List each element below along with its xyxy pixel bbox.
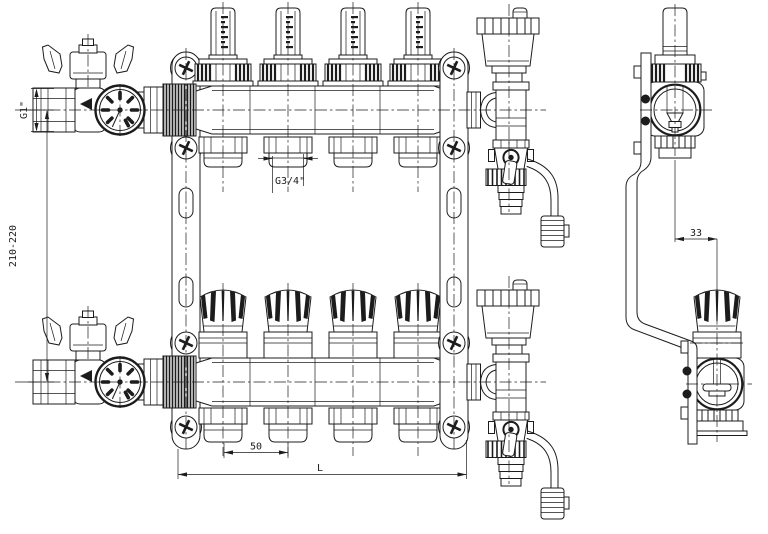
dimension-axis-offset: 33	[674, 160, 718, 292]
wall-bracket-plate	[625, 52, 698, 445]
bracket-bolt-icon	[641, 94, 650, 104]
bracket-bolt-icon	[682, 366, 692, 376]
outlet-spacing-label: 50	[250, 442, 262, 453]
height-range-label: 210-220	[8, 225, 19, 267]
outlet-thread-label: G3/4"	[275, 176, 305, 187]
front-view	[31, 6, 570, 520]
side-view-bottom-manifold	[688, 289, 748, 436]
side-view-top-manifold	[645, 7, 707, 159]
ball-valve-supply	[31, 37, 198, 138]
dimension-outlet-spacing: 50	[223, 442, 289, 458]
dimension-outlet-thread: G3/4"	[258, 154, 318, 193]
air-vent-drain-return	[466, 279, 570, 520]
side-view	[625, 7, 748, 445]
axis-offset-label: 33	[690, 228, 702, 239]
overall-length-label: L	[317, 463, 323, 474]
bracket-bolt-icon	[682, 389, 692, 399]
bracket-bolt-icon	[641, 116, 650, 126]
supply-manifold	[191, 6, 450, 169]
dimension-overall-length: L	[177, 440, 467, 479]
return-manifold	[195, 289, 449, 443]
air-vent-drain-supply	[466, 7, 570, 248]
dimension-height-range: 210-220	[8, 109, 54, 383]
centerlines	[28, 2, 752, 484]
dimensions: G1" 210-220 G3/4" 50 L	[8, 88, 718, 479]
